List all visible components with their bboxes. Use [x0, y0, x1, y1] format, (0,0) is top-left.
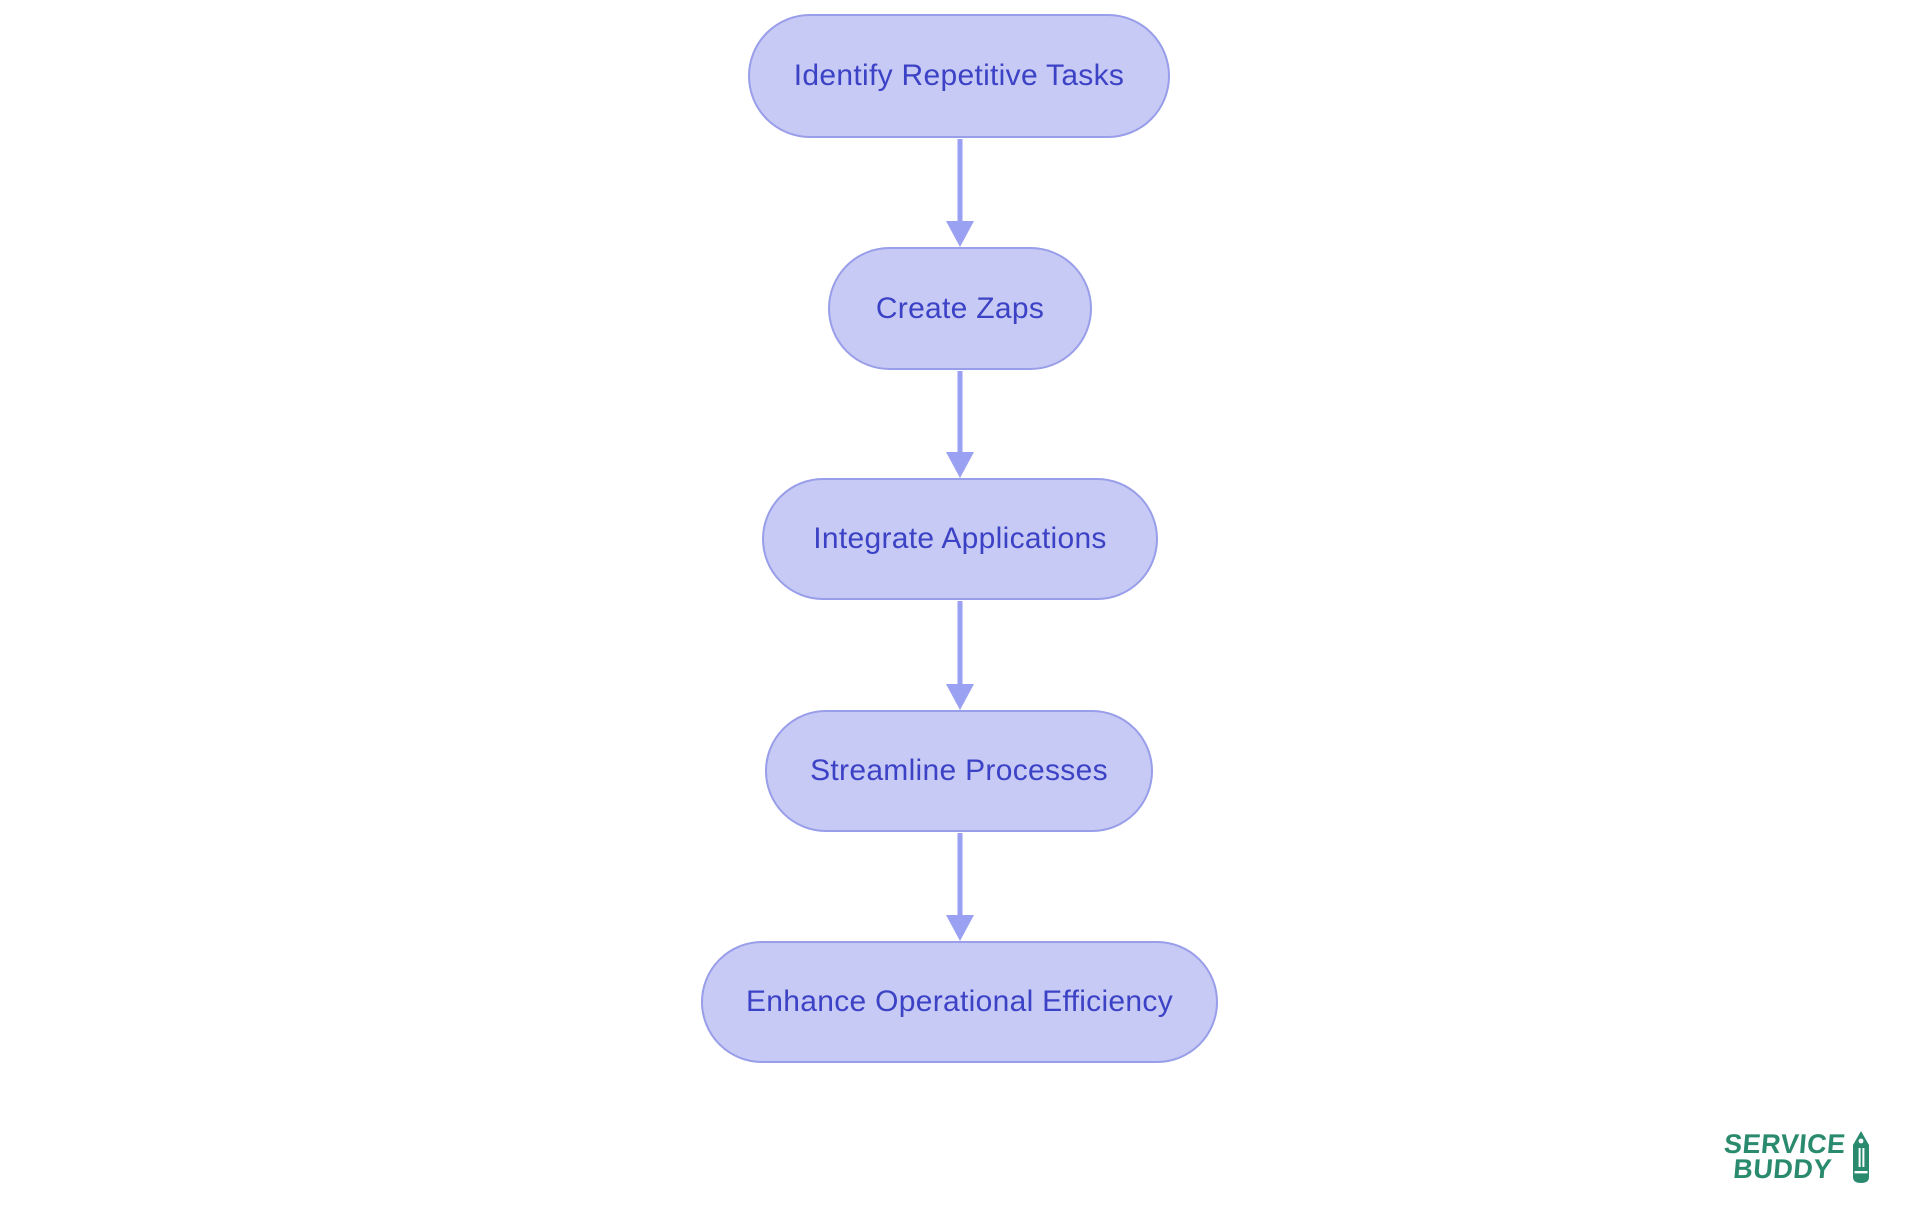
flow-node-identify-repetitive-tasks: Identify Repetitive Tasks — [748, 14, 1170, 138]
flow-arrow-n2-n3 — [946, 371, 974, 478]
flow-node-label: Create Zaps — [875, 291, 1045, 325]
flow-arrow-n1-n2 — [946, 139, 974, 247]
flow-node-integrate-applications: Integrate Applications — [762, 478, 1158, 600]
arrowhead-icon — [946, 221, 974, 247]
flow-node-label: Streamline Processes — [810, 754, 1108, 787]
flow-arrow-n3-n4 — [946, 601, 974, 710]
arrowhead-icon — [946, 915, 974, 941]
flow-arrow-n4-n5 — [946, 833, 974, 941]
flow-node-label: Integrate Applications — [813, 522, 1107, 555]
service-buddy-wordmark: SERVICE BUDDY — [1721, 1129, 1847, 1184]
flow-node-label: Enhance Operational Efficiency — [745, 985, 1174, 1018]
service-buddy-logo: SERVICE BUDDY — [1721, 1129, 1870, 1184]
arrowhead-icon — [946, 452, 974, 478]
arrowhead-icon — [946, 684, 974, 710]
flow-node-streamline-processes: Streamline Processes — [765, 710, 1153, 832]
flow-node-create-zaps: Create Zaps — [828, 247, 1092, 370]
flow-node-enhance-operational-efficiency: Enhance Operational Efficiency — [701, 941, 1218, 1063]
pencil-icon — [1853, 1131, 1869, 1183]
logo-word-buddy: BUDDY — [1732, 1154, 1834, 1184]
flow-node-label: Identify Repetitive Tasks — [793, 59, 1125, 92]
